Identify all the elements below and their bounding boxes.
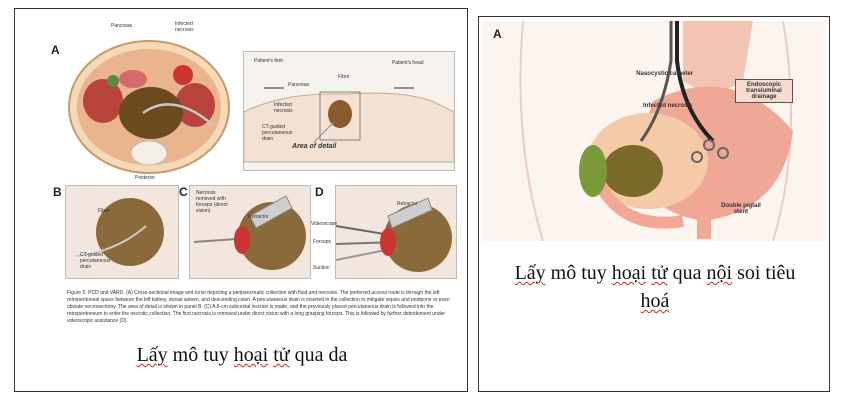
torso-view: Patient's feet Patient's head Pancreas F… — [243, 51, 455, 171]
figure-c-illustration — [193, 195, 306, 270]
right-main-caption: Lấy mô tuy hoại tử qua nội soi tiêu hoá — [489, 259, 821, 315]
label-retractor-d: Retractor — [397, 201, 418, 207]
right-figure-panel: A Nasocystic catheter Infected necrosis … — [478, 16, 830, 392]
endoscopic-illustration-area: A Nasocystic catheter Infected necrosis … — [483, 21, 825, 241]
label-nasocystic-catheter: Nasocystic catheter — [636, 71, 693, 77]
left-figure-panel: A Pancreas Infected necrosis Posterior P… — [14, 8, 468, 392]
caption-word: nội — [706, 262, 733, 284]
label-fibre-torso: Fibre — [338, 74, 350, 80]
label-pancreas-torso: Pancreas — [288, 82, 310, 88]
label-posterior: Posterior — [135, 175, 156, 181]
cross-section-illustration — [68, 40, 230, 174]
caption-word: hoại — [233, 344, 269, 366]
figure-d — [335, 185, 457, 279]
endoscopic-illustration — [519, 21, 793, 241]
caption-word: qua da — [289, 344, 348, 366]
label-area-of-detail: Area of detail — [292, 143, 337, 150]
caption-word: mô tuy — [167, 344, 234, 366]
label-infected-necrosis-torso: Infected necrosis — [274, 102, 293, 114]
caption-word: mô tuy — [545, 262, 612, 284]
label-pancreas: Pancreas — [111, 23, 133, 29]
caption-word: qua — [667, 262, 707, 284]
label-necrosis-removed: Necrosis removed with forceps (direct vi… — [196, 190, 228, 214]
label-suction: Suction — [313, 265, 330, 271]
right-figure-letter: A — [493, 27, 502, 41]
torso-illustration — [243, 87, 455, 163]
label-fibre-b: Fibre — [98, 208, 110, 214]
figure-c: Necrosis removed with forceps (direct vi… — [189, 185, 311, 279]
label-ct-drain-b: CT-guided percutaneous drain — [80, 252, 111, 270]
figure-caption: Figure 5. PCD and VARD. (A) Cross-sectio… — [67, 290, 450, 324]
label-infected-necrosis-right: Infected necrosis — [643, 103, 693, 109]
label-forceps: Forceps — [313, 239, 332, 245]
label-retractor-c: Retractor — [248, 214, 269, 220]
left-main-caption: Lấy mô tuy hoại tử qua da — [15, 344, 469, 367]
caption-word: hoá — [640, 290, 670, 312]
figure-d-letter: D — [315, 185, 324, 199]
caption-word: tử — [651, 262, 668, 284]
caption-word: hoại — [611, 262, 647, 284]
figure-d-illustration — [335, 197, 452, 272]
figure-a-letter: A — [51, 43, 60, 57]
caption-word: soi tiêu — [732, 262, 796, 284]
figure-b-illustration — [75, 198, 164, 266]
caption-word: tử — [273, 344, 290, 366]
label-ct-guided-drain: CT-guided percutaneous drain — [262, 124, 293, 142]
label-endoscopic-drainage: Endoscopic transluminal drainage — [735, 79, 793, 103]
figure-c-letter: C — [179, 185, 188, 199]
figure-b-letter: B — [53, 185, 62, 199]
label-double-pigtail: Double pigtail stent — [721, 203, 761, 215]
caption-word: Lấy — [514, 262, 546, 284]
label-patients-feet: Patient's feet — [254, 58, 283, 64]
figure-b: Fibre CT-guided percutaneous drain — [65, 185, 179, 279]
label-videoscope: Videoscope — [311, 221, 338, 227]
label-infected-necrosis: Infected necrosis — [175, 21, 194, 33]
label-patients-head: Patient's head — [392, 60, 424, 66]
caption-word: Lấy — [136, 344, 168, 366]
